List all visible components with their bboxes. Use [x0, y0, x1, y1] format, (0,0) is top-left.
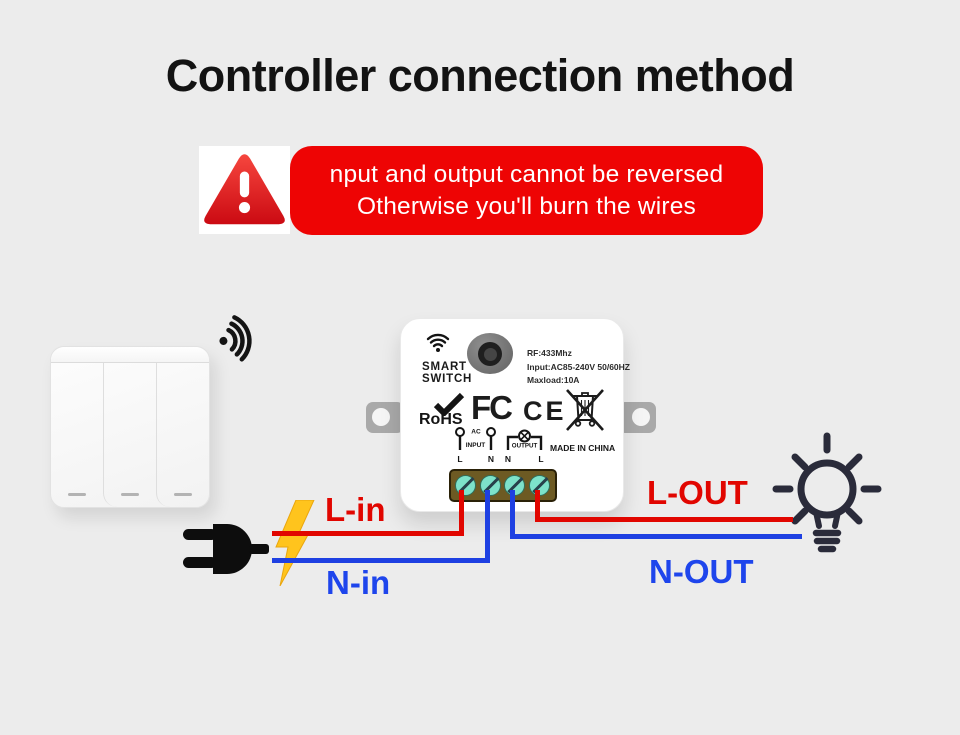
brand-line-1: SMART [422, 361, 467, 373]
schematic-output-label: OUTPUT [512, 443, 538, 450]
wire-live-in-vertical [459, 490, 464, 536]
terminal-letter-2: N [488, 454, 494, 464]
wire-neutral-out-vertical [510, 490, 515, 539]
warning-triangle-icon [204, 154, 285, 225]
wire-live-out-horizontal [535, 517, 793, 522]
device-brand: SMART SWITCH [422, 361, 472, 385]
wall-switch-frame-top [51, 347, 209, 363]
spec-input: Input:AC85-240V 50/60HZ [527, 361, 630, 372]
schematic-input-label: INPUT [466, 442, 486, 449]
wall-switch-rocker-3[interactable] [156, 363, 209, 507]
weee-bin-icon [566, 389, 604, 431]
light-bulb-icon [770, 432, 884, 557]
page-title: Controller connection method [165, 50, 795, 101]
label-l-in: L-in [325, 491, 386, 528]
wall-switch-panels [51, 363, 209, 507]
device-specs: RF:433Mhz Input:AC85-240V 50/60HZ Maxloa… [527, 347, 630, 388]
brand-line-2: SWITCH [422, 373, 473, 385]
rocker-indicator [68, 493, 86, 496]
warning-line-1: nput and output cannot be reversed [329, 160, 724, 188]
mounting-ear-right [618, 402, 656, 433]
lamp-symbol-icon [518, 429, 531, 443]
wire-neutral-in-vertical [485, 490, 490, 563]
spec-maxload: Maxload:10A [527, 375, 580, 385]
pin-symbol-icon [486, 427, 496, 437]
smart-switch-device: SMART SWITCH RF:433Mhz Input:AC85-240V 5… [400, 318, 630, 512]
terminal-letter-1: L [457, 454, 462, 464]
wire-live-out-vertical [535, 490, 540, 522]
pairing-button-core [483, 347, 497, 361]
pairing-button[interactable] [467, 333, 513, 374]
label-n-in: N-in [326, 564, 391, 601]
wire-neutral-in-horizontal [272, 558, 490, 563]
wall-switch-rocker-2[interactable] [103, 363, 156, 507]
rocker-indicator [121, 493, 139, 496]
warning-banner: nput and output cannot be reversed Other… [290, 146, 763, 235]
pin-symbol-icon [455, 427, 465, 437]
power-plug-icon [183, 520, 269, 578]
fcc-logo: FC [471, 389, 513, 426]
terminal-block [449, 469, 557, 502]
rf-signal-icon [210, 306, 271, 368]
mounting-ear-left [366, 402, 404, 433]
terminal-screw-n-in[interactable] [480, 475, 501, 496]
wall-switch-rocker-1[interactable] [51, 363, 103, 507]
wire-live-in-horizontal [272, 531, 464, 536]
wiring-schematic: AC INPUT OUTPUT L N N L [455, 427, 544, 464]
wire-neutral-out-horizontal [510, 534, 802, 539]
screw-hole [632, 408, 650, 426]
warning-icon-box [199, 146, 290, 234]
checkmark-icon [433, 392, 465, 416]
wifi-icon [426, 333, 450, 352]
wall-switch[interactable] [50, 346, 210, 508]
rocker-indicator [174, 493, 192, 496]
terminal-letter-3: N [505, 454, 511, 464]
rohs-label: RoHS [419, 411, 463, 428]
spec-rf: RF:433Mhz [527, 348, 572, 358]
terminal-letter-4: L [538, 454, 543, 464]
warning-line-2: Otherwise you'll burn the wires [356, 192, 697, 220]
screw-hole [372, 408, 390, 426]
schematic-ac-label: AC [471, 429, 481, 436]
ce-logo: CE [523, 396, 567, 426]
label-n-out: N-OUT [649, 553, 754, 590]
made-in-label: MADE IN CHINA [550, 443, 616, 453]
label-l-out: L-OUT [647, 474, 748, 511]
pairing-button-ring [478, 342, 502, 366]
lightning-bolt-icon [268, 500, 318, 586]
